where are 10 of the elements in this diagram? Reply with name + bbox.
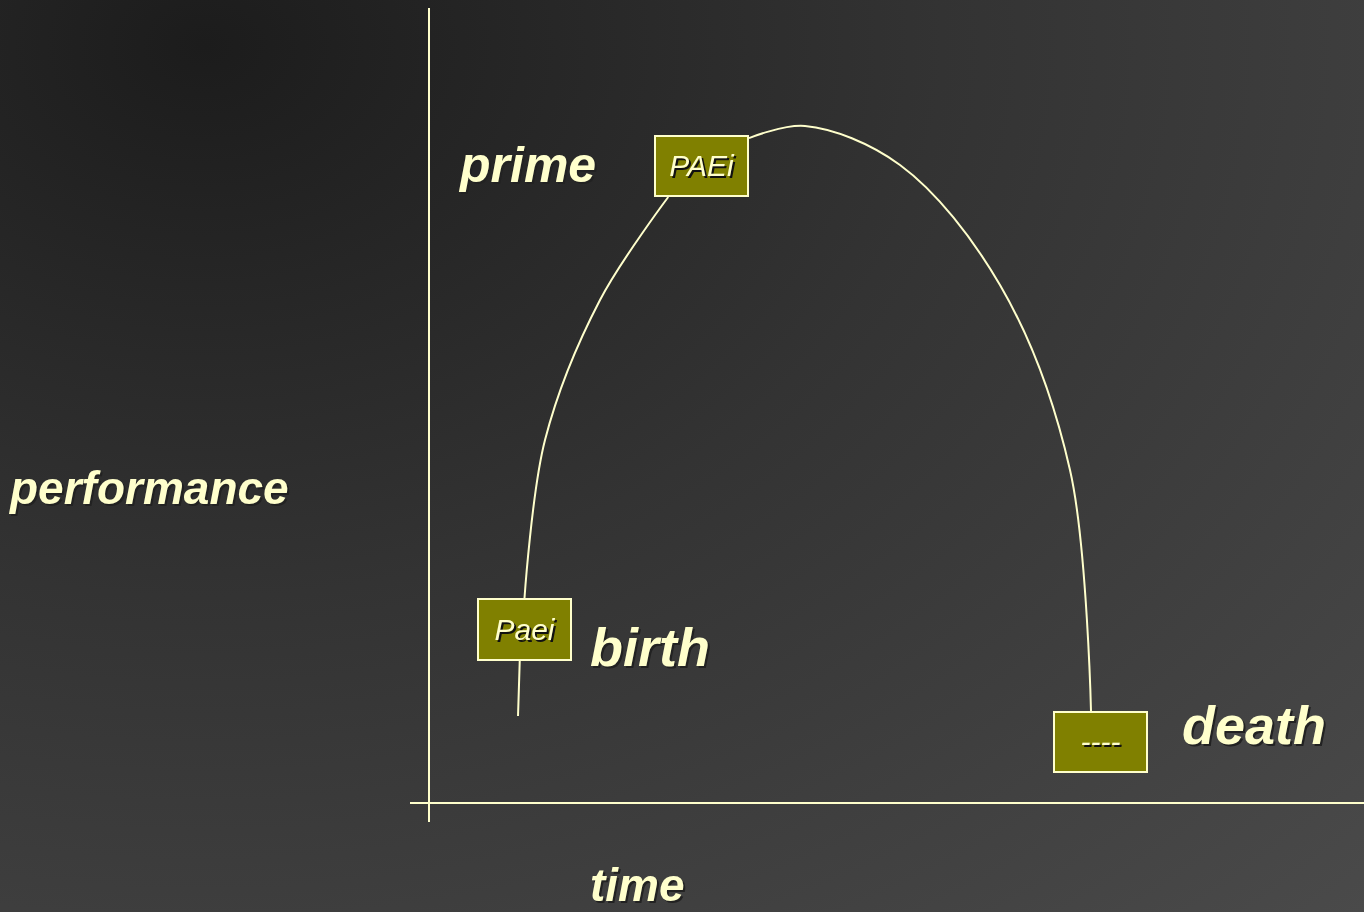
- stage-box: Paei: [477, 598, 572, 661]
- stage-label: death: [1182, 698, 1327, 752]
- stage-box: ----: [1053, 711, 1148, 773]
- curve-line: [523, 196, 670, 599]
- stage-box: PAEi: [654, 135, 749, 197]
- stage-label: birth: [590, 620, 710, 674]
- curve-line: [748, 124, 1092, 712]
- axis-label: time: [590, 862, 685, 908]
- curve-line: [517, 660, 521, 717]
- stage-label: prime: [460, 140, 597, 190]
